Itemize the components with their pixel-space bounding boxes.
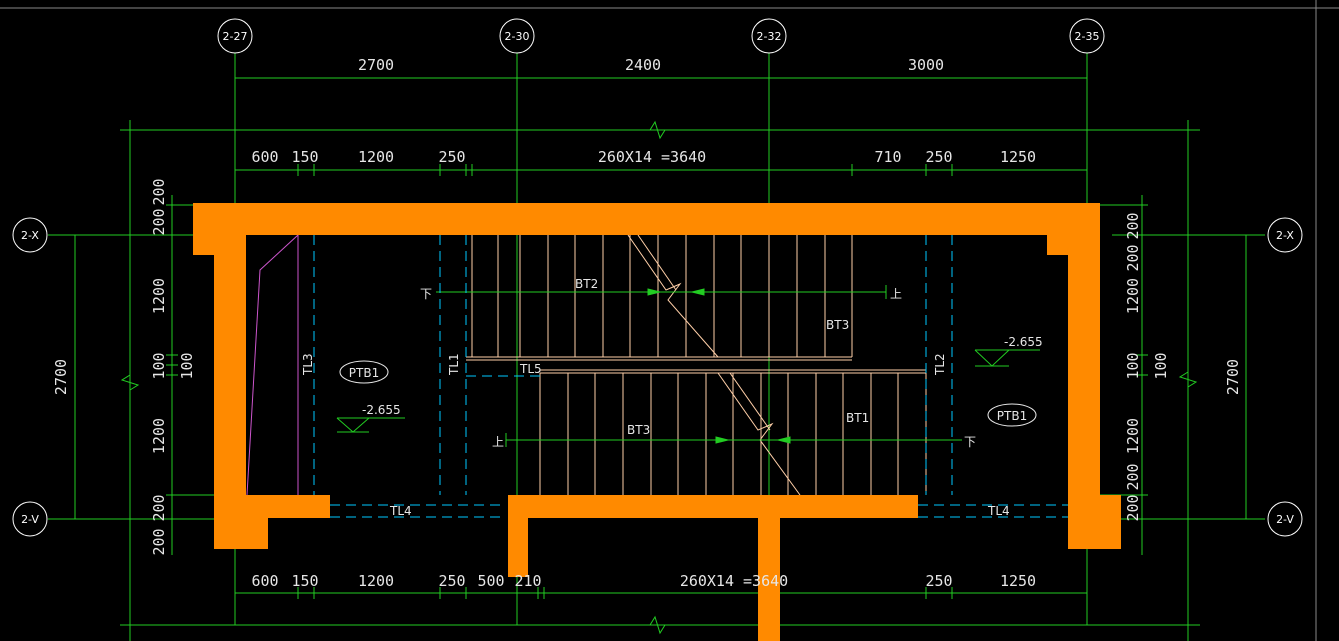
dim-text: 150 xyxy=(291,572,318,590)
dim-text: 2700 xyxy=(358,56,394,74)
elevation-markers xyxy=(336,349,1040,433)
dim-text: 200 xyxy=(1124,244,1142,271)
dim-text: 200 xyxy=(1124,494,1142,521)
dim-text: 500 xyxy=(477,572,504,590)
dim-text: 200 xyxy=(150,178,168,205)
grid-label-2-30: 2-30 xyxy=(505,30,530,43)
stair-treads xyxy=(466,234,927,496)
label-tl2: TL2 xyxy=(933,353,947,376)
dim-text: 250 xyxy=(438,148,465,166)
label-bt2: BT2 xyxy=(575,277,598,291)
dim-text: 100 xyxy=(178,352,196,379)
label-up-bottom: 上 xyxy=(492,435,504,449)
dims-bottom-detail: 600 150 1200 250 500 210 260X14 =3640 25… xyxy=(251,572,1036,590)
grid-label-2-35: 2-35 xyxy=(1075,30,1100,43)
dim-text: 260X14 =3640 xyxy=(598,148,706,166)
grid-label-right-x: 2-X xyxy=(1276,229,1294,242)
guard-rail xyxy=(246,234,299,496)
label-down-bottom: 下 xyxy=(964,435,976,449)
dim-text: 1250 xyxy=(1000,572,1036,590)
dims-left-vertical: 200 200 1200 100 100 1200 200 200 2700 xyxy=(52,178,196,555)
grid-label-left-v: 2-V xyxy=(21,513,39,526)
label-tl4-left: TL4 xyxy=(389,504,412,518)
dim-text: 1200 xyxy=(150,278,168,314)
dim-text: 210 xyxy=(514,572,541,590)
dim-text: 1200 xyxy=(358,572,394,590)
dim-text: 200 xyxy=(150,528,168,555)
dim-text: 2400 xyxy=(625,56,661,74)
dim-text: 200 xyxy=(1124,463,1142,490)
dim-text: 200 xyxy=(150,494,168,521)
dim-text: 1200 xyxy=(1124,418,1142,454)
label-tl5: TL5 xyxy=(519,362,542,376)
dim-text: 250 xyxy=(438,572,465,590)
label-bt1: BT1 xyxy=(846,411,869,425)
platform-ellipses xyxy=(339,360,1037,427)
dim-text: 600 xyxy=(251,148,278,166)
dim-text: 600 xyxy=(251,572,278,590)
grid-labels: 2-27 2-30 2-32 2-35 2-X 2-V 2-X 2-V xyxy=(21,30,1294,526)
label-elev-right: -2.655 xyxy=(1004,335,1043,349)
dim-text: 200 xyxy=(1124,212,1142,239)
dim-text: 100 xyxy=(1152,352,1170,379)
dim-text: 150 xyxy=(291,148,318,166)
dim-text: 100 xyxy=(1124,352,1142,379)
walls xyxy=(193,203,1121,641)
dim-text: 2700 xyxy=(52,359,70,395)
dim-text: 250 xyxy=(925,148,952,166)
dim-text: 1200 xyxy=(1124,278,1142,314)
dim-text: 1200 xyxy=(358,148,394,166)
dim-text: 250 xyxy=(925,572,952,590)
label-ptb1-left: PTB1 xyxy=(349,366,379,380)
component-labels: TL1 TL2 TL3 TL4 TL4 TL5 BT2 BT3 BT3 BT1 … xyxy=(301,277,1043,518)
dim-text: 260X14 =3640 xyxy=(680,572,788,590)
dim-text: 1250 xyxy=(1000,148,1036,166)
label-down-top: 下 xyxy=(420,287,432,301)
dim-text: 100 xyxy=(150,352,168,379)
dim-text: 200 xyxy=(150,208,168,235)
grid-label-2-27: 2-27 xyxy=(223,30,248,43)
grid-label-left-x: 2-X xyxy=(21,229,39,242)
label-elev-left: -2.655 xyxy=(362,403,401,417)
label-tl1: TL1 xyxy=(447,353,461,376)
label-tl3: TL3 xyxy=(301,353,315,376)
label-up-top: 上 xyxy=(890,287,902,301)
dimension-lines xyxy=(74,77,1247,641)
dims-top-overall: 2700 2400 3000 xyxy=(358,56,944,74)
label-bt3-top: BT3 xyxy=(826,318,849,332)
dims-right-vertical: 200 200 1200 100 100 1200 200 200 2700 xyxy=(1124,212,1242,521)
label-ptb1-right: PTB1 xyxy=(997,409,1027,423)
grid-label-right-v: 2-V xyxy=(1276,513,1294,526)
label-bt3-bottom: BT3 xyxy=(627,423,650,437)
dim-text: 1200 xyxy=(150,418,168,454)
dim-text: 3000 xyxy=(908,56,944,74)
grid-bubbles xyxy=(12,18,1303,537)
stair-direction-lines xyxy=(436,285,962,447)
beam-axis-lines xyxy=(313,235,1070,518)
dim-text: 2700 xyxy=(1224,359,1242,395)
dim-text: 710 xyxy=(874,148,901,166)
grid-label-2-32: 2-32 xyxy=(757,30,782,43)
label-tl4-right: TL4 xyxy=(987,504,1010,518)
dims-top-detail: 600 150 1200 250 260X14 =3640 710 250 12… xyxy=(251,148,1036,166)
